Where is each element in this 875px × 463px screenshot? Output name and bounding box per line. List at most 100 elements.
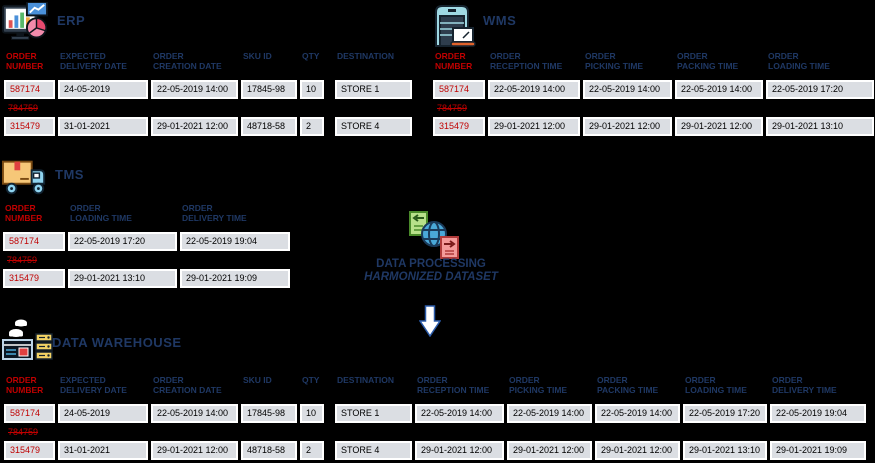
table-cell: 315479	[3, 269, 65, 288]
column-header: SKU ID	[243, 51, 272, 61]
table-cell: 29-01-2021 12:00	[415, 441, 504, 460]
deleted-table-row: 784759	[4, 102, 415, 115]
table-cell: 22-05-2019 14:00	[151, 80, 238, 99]
table-cell	[180, 254, 290, 267]
table-cell: 29-01-2021 12:00	[583, 117, 672, 136]
table-cell: 10	[300, 404, 324, 423]
table-cell: 48718-58	[241, 117, 297, 136]
deleted-table-row: 784759	[433, 102, 875, 115]
erp-table: ORDER NUMBER EXPECTED DELIVERY DATE ORDER …	[4, 51, 415, 139]
column-header: ORDER NUMBER	[5, 203, 43, 224]
table-cell: 29-01-2021 12:00	[595, 441, 680, 460]
table-cell: 22-05-2019 14:00	[151, 404, 238, 423]
table-cell: 29-01-2021 19:09	[770, 441, 866, 460]
cloud-servers-icon	[2, 317, 54, 363]
down-arrow-icon	[418, 305, 442, 338]
column-header: DESTINATION	[337, 375, 394, 385]
column-header: ORDER PACKING TIME	[597, 375, 659, 396]
table-cell	[766, 102, 874, 115]
column-header: EXPECTED DELIVERY DATE	[60, 375, 127, 396]
table-cell: 29-01-2021 12:00	[488, 117, 580, 136]
table-cell: 22-05-2019 17:20	[68, 232, 177, 251]
table-cell: 17845-98	[241, 80, 297, 99]
table-cell	[300, 102, 324, 115]
tms-label: TMS	[55, 167, 84, 182]
table-cell	[675, 102, 763, 115]
table-cell: 315479	[433, 117, 485, 136]
table-cell	[241, 426, 297, 439]
data-warehouse-label: DATA WAREHOUSE	[52, 335, 182, 350]
table-header-row: ORDER NUMBER EXPECTED DELIVERY DATE ORDER …	[4, 375, 869, 404]
table-cell: 22-05-2019 14:00	[507, 404, 592, 423]
table-cell: 587174	[4, 404, 55, 423]
deleted-table-row: 784759	[3, 254, 293, 267]
column-header: ORDER NUMBER	[6, 51, 44, 72]
table-cell: 22-05-2019 17:20	[683, 404, 767, 423]
column-header: SKU ID	[243, 375, 272, 385]
table-cell: STORE 4	[335, 441, 412, 460]
table-cell	[507, 426, 592, 439]
table-cell	[151, 426, 238, 439]
table-cell	[683, 426, 767, 439]
table-cell: 31-01-2021	[58, 441, 148, 460]
table-cell	[595, 426, 680, 439]
table-cell	[488, 102, 580, 115]
column-header: QTY	[302, 375, 320, 385]
table-cell: 784759	[8, 427, 39, 437]
column-header: ORDER NUMBER	[6, 375, 44, 396]
table-cell: 784759	[8, 103, 39, 113]
table-cell	[58, 426, 148, 439]
table-cell: STORE 1	[335, 404, 412, 423]
processing-title: DATA PROCESSING	[376, 258, 486, 270]
column-header: ORDER CREATION DATE	[153, 51, 222, 72]
table-cell: 10	[300, 80, 324, 99]
table-cell: 22-05-2019 14:00	[415, 404, 504, 423]
table-cell	[335, 102, 412, 115]
processing-caption: DATA PROCESSING HARMONIZED DATASET	[347, 258, 515, 284]
column-header: ORDER RECEPTION TIME	[417, 375, 490, 396]
table-cell: 22-05-2019 14:00	[595, 404, 680, 423]
column-header: ORDER PICKING TIME	[509, 375, 568, 396]
table-cell: 784759	[7, 255, 38, 265]
wms-label: WMS	[483, 13, 517, 28]
column-header: DESTINATION	[337, 51, 394, 61]
table-cell	[241, 102, 297, 115]
table-cell: 22-05-2019 14:00	[488, 80, 580, 99]
table-cell: 784759	[437, 103, 468, 113]
column-header: ORDER NUMBER	[435, 51, 473, 72]
column-header: ORDER LOADING TIME	[685, 375, 747, 396]
table-cell: 315479	[4, 441, 55, 460]
column-header: ORDER RECEPTION TIME	[490, 51, 563, 72]
table-cell	[770, 426, 866, 439]
table-cell: 48718-58	[241, 441, 297, 460]
table-cell: 29-01-2021 19:09	[180, 269, 290, 288]
table-cell: 24-05-2019	[58, 80, 148, 99]
column-header: ORDER PACKING TIME	[677, 51, 739, 72]
table-cell: 587174	[433, 80, 485, 99]
erp-label: ERP	[57, 13, 86, 28]
column-header: ORDER LOADING TIME	[70, 203, 132, 224]
table-cell: 315479	[4, 117, 55, 136]
table-cell: 22-05-2019 14:00	[675, 80, 763, 99]
column-header: ORDER DELIVERY TIME	[772, 375, 837, 396]
table-cell	[151, 102, 238, 115]
table-cell	[300, 426, 324, 439]
table-cell: 29-01-2021 13:10	[683, 441, 767, 460]
table-cell: 22-05-2019 19:04	[770, 404, 866, 423]
table-header-row: ORDER NUMBER EXPECTED DELIVERY DATE ORDER …	[4, 51, 415, 80]
table-cell: 587174	[3, 232, 65, 251]
column-header: EXPECTED DELIVERY DATE	[60, 51, 127, 72]
warehouse-laptop-icon	[430, 2, 478, 48]
table-cell: 29-01-2021 12:00	[151, 117, 238, 136]
table-cell: 29-01-2021 12:00	[151, 441, 238, 460]
table-cell: 24-05-2019	[58, 404, 148, 423]
